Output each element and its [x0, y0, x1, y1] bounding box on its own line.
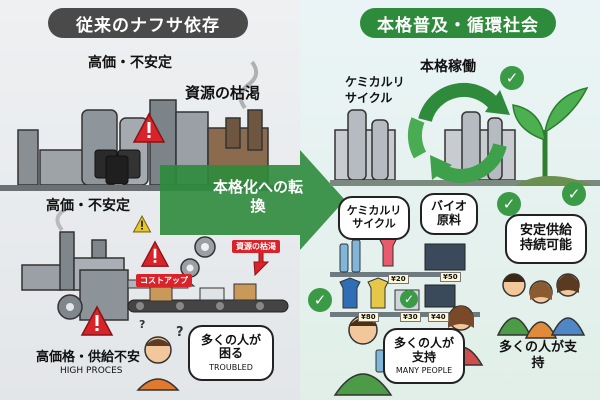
- chemical-recycling-bubble-text: ケミカルリサイクル: [346, 204, 402, 230]
- transition-arrow: [160, 150, 345, 250]
- label-expensive-unstable-top: 高価・不安定: [88, 55, 172, 71]
- chemical-recycling-bubble: ケミカルリサイクル: [338, 196, 410, 240]
- warning-icon: [80, 305, 114, 336]
- troubled-text: 多くの人が困る: [200, 332, 261, 361]
- warning-icon: [132, 112, 166, 143]
- right-header: 本格普及・循環社会: [360, 8, 556, 38]
- left-header: 従来のナフサ依存: [48, 8, 248, 38]
- stable-supply-bubble-text: 安定供給持続可能: [519, 223, 572, 253]
- support-bubble-text: 多くの人が支持: [393, 336, 454, 364]
- label-expensive-unstable-mid: 高価・不安定: [46, 198, 130, 214]
- check-icon: ✓: [308, 288, 332, 312]
- troubled-text-en: TROUBLED: [209, 363, 253, 373]
- label-high-prices-en: HIGH PROCES: [60, 366, 123, 376]
- warning-icon-small: [132, 215, 152, 233]
- label-chemical-recycling: ケミカルリサイクル: [345, 75, 405, 105]
- cost-up-sign: コストアップ: [136, 274, 192, 287]
- check-icon: ✓: [500, 66, 524, 90]
- transition-arrow-text: 本格化への転換: [212, 178, 303, 215]
- svg-text:?: ?: [139, 318, 145, 331]
- price-tag: ¥30: [400, 312, 421, 322]
- warning-icon: [140, 240, 170, 267]
- price-tag: ¥20: [388, 274, 409, 284]
- price-tag: ¥40: [428, 312, 449, 322]
- check-icon: ✓: [400, 290, 418, 308]
- price-tag: ¥50: [440, 272, 461, 282]
- label-many-people-support: 多くの人が支持: [498, 340, 577, 372]
- support-speech-bubble: 多くの人が支持 MANY PEOPLE: [383, 328, 465, 384]
- depletion-sign: 資源の枯渇: [232, 240, 280, 253]
- stable-supply-bubble: 安定供給持続可能: [505, 214, 587, 264]
- bio-material-bubble-text: バイオ原料: [430, 199, 467, 227]
- cost-factory-illustration: ? ?: [21, 208, 289, 391]
- label-resource-depletion: 資源の枯渇: [185, 84, 261, 102]
- troubled-speech-bubble: 多くの人が困る TROUBLED: [188, 325, 274, 381]
- price-tag: ¥80: [358, 312, 379, 322]
- bio-material-bubble: バイオ原料: [420, 193, 478, 235]
- check-icon: ✓: [497, 192, 521, 216]
- recycling-plant-illustration: [330, 82, 600, 186]
- label-full-operation: 本格稼働: [420, 59, 476, 75]
- check-icon: ✓: [562, 182, 586, 206]
- svg-text:?: ?: [176, 325, 184, 340]
- support-bubble-text-en: MANY PEOPLE: [395, 365, 453, 375]
- label-high-price-unstable-supply: 高価格・供給不安: [36, 350, 141, 365]
